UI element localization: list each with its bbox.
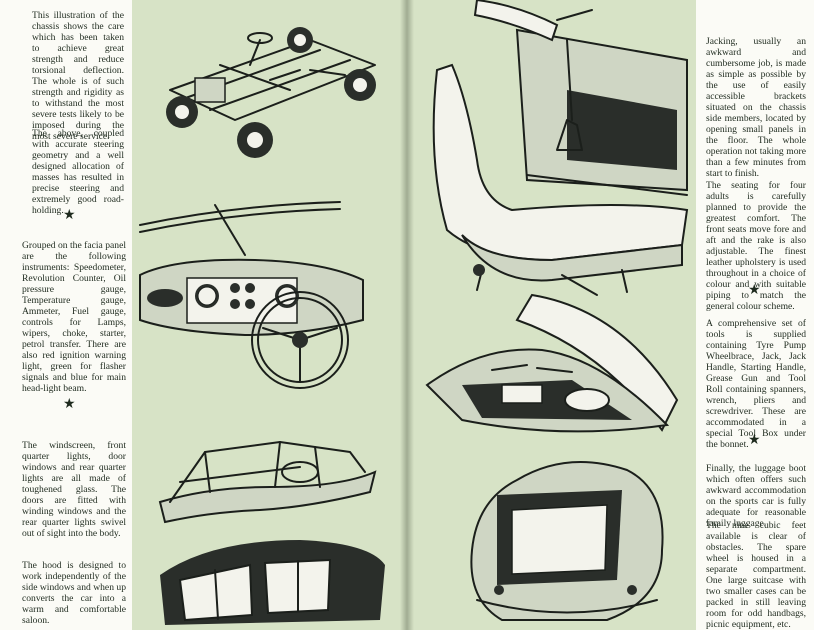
- hood-paragraph: The hood is designed to work independent…: [22, 560, 126, 626]
- luggage-boot-illustration: [470, 461, 664, 621]
- toolbox-illustration: [425, 293, 679, 433]
- right-page: Jacking, usually an awkward and cumberso…: [407, 0, 814, 630]
- section-star: ★: [748, 283, 761, 298]
- hood-illustration: [160, 540, 385, 625]
- boot-capacity-paragraph: The nine cubic feet available is clear o…: [706, 520, 806, 630]
- page-gutter: [400, 0, 414, 630]
- section-star: ★: [63, 397, 76, 412]
- windscreen-paragraph: The windscreen, front quarter lights, do…: [22, 440, 126, 539]
- windscreen-frame-illustration: [158, 441, 377, 524]
- chassis-paragraph: This illustration of the chassis shows t…: [32, 10, 124, 142]
- tools-paragraph: A comprehensive set of tools is supplied…: [706, 318, 806, 450]
- luggage-paragraph: Finally, the luggage boot which often of…: [706, 463, 806, 529]
- jacking-illustration: [473, 0, 688, 196]
- seat-illustration: [432, 63, 689, 296]
- section-star: ★: [63, 208, 76, 223]
- left-text-column: This illustration of the chassis shows t…: [0, 0, 132, 630]
- right-text-column: Jacking, usually an awkward and cumberso…: [696, 0, 814, 630]
- dashboard-illustration: [139, 201, 364, 389]
- jacking-paragraph: Jacking, usually an awkward and cumberso…: [706, 36, 806, 179]
- steering-paragraph: The above, coupled with accurate steerin…: [32, 128, 124, 216]
- left-page: This illustration of the chassis shows t…: [0, 0, 385, 630]
- instruments-paragraph: Grouped on the facia panel are the follo…: [22, 240, 126, 394]
- chassis-illustration: [166, 27, 376, 158]
- seating-paragraph: The seating for four adults is carefully…: [706, 180, 806, 312]
- section-star: ★: [748, 433, 761, 448]
